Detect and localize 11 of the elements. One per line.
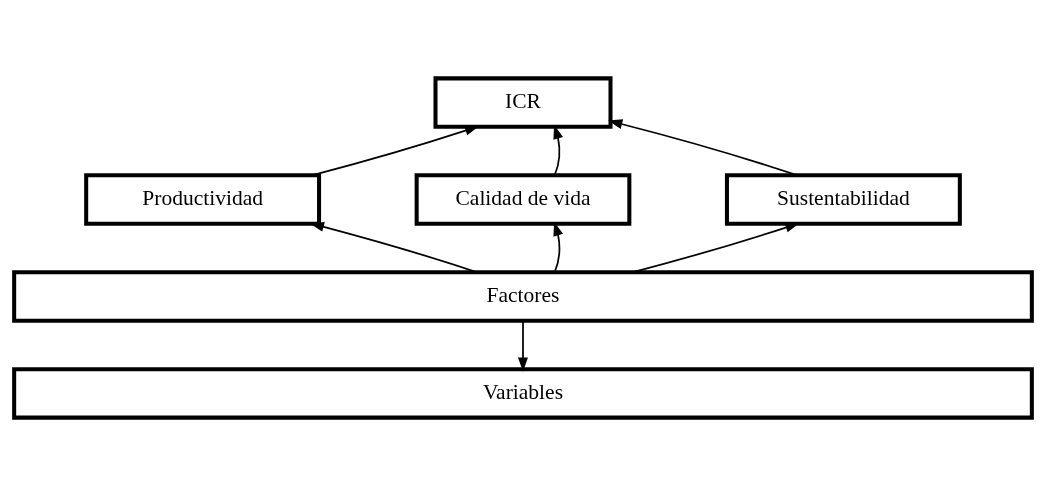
- arrow: [632, 222, 800, 273]
- arrow: [518, 319, 528, 372]
- node-box: Productividad: [84, 172, 322, 226]
- arrow: [311, 125, 480, 176]
- arrow: [608, 118, 798, 176]
- node-box: Factores: [12, 269, 1034, 323]
- arrow: [309, 221, 478, 273]
- node-box: Variables: [12, 366, 1034, 420]
- node-box: Calidad de vida: [414, 172, 632, 226]
- node-box: ICR: [433, 75, 613, 129]
- node-box: Sustentabilidad: [724, 172, 962, 226]
